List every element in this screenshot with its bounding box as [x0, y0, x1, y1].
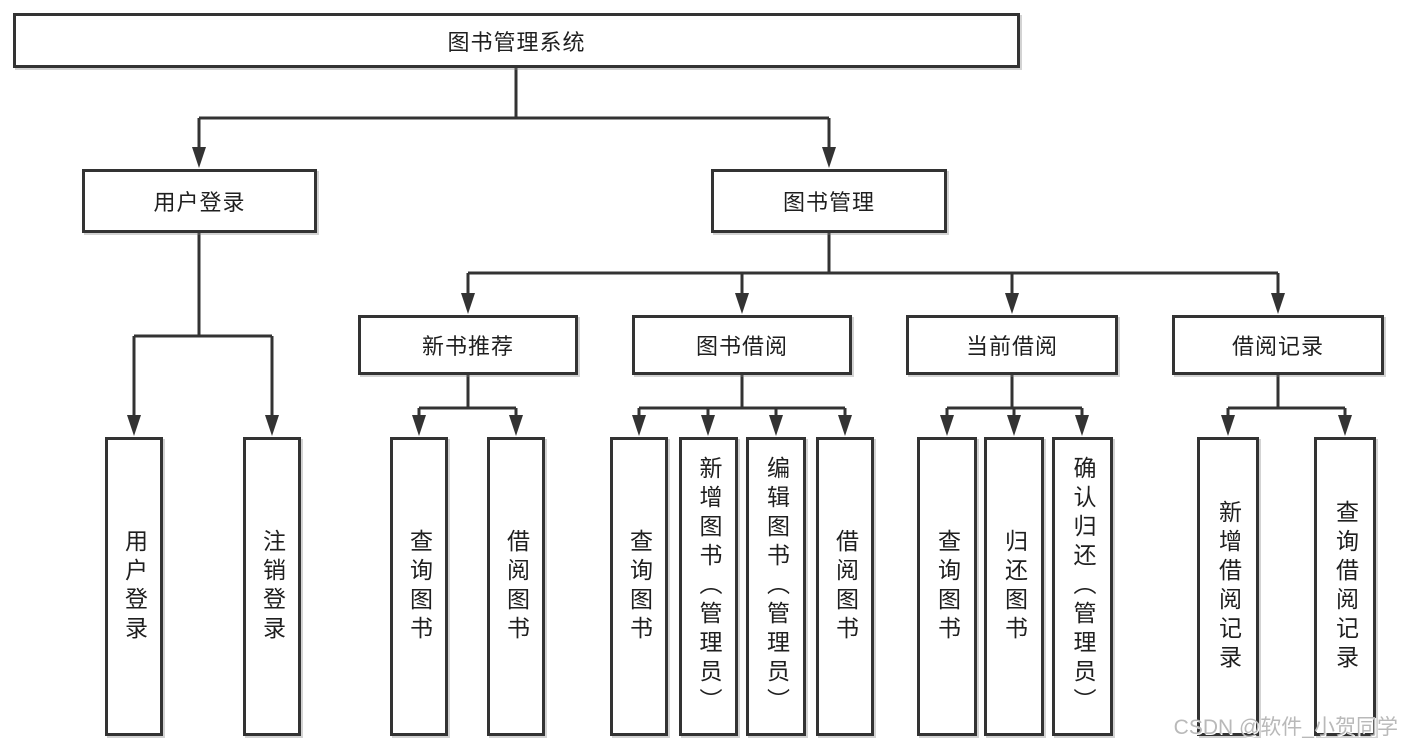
node-user-login: 用户登录	[82, 169, 317, 233]
node-label: 借阅记录	[1231, 334, 1324, 359]
leaf-add-books-admin: 新增图书（管理员）	[679, 437, 738, 736]
node-label: 借阅图书	[503, 528, 530, 645]
leaf-borrow-books-recommend: 借阅图书	[487, 437, 545, 736]
node-label: 用户登录	[153, 190, 246, 215]
node-label: 归还图书	[1001, 528, 1028, 645]
node-new-book-recommendation: 新书推荐	[358, 315, 578, 375]
leaf-logout: 注销登录	[243, 437, 301, 736]
node-label: 当前借阅	[965, 334, 1058, 359]
node-label: 确认归还（管理员）	[1070, 456, 1096, 717]
node-label: 用户登录	[121, 528, 148, 645]
node-label: 新增图书（管理员）	[696, 456, 722, 717]
node-label: 查询图书	[934, 528, 961, 645]
leaf-return-books: 归还图书	[984, 437, 1044, 736]
leaf-confirm-return-admin: 确认归还（管理员）	[1052, 437, 1113, 736]
node-library-management-system: 图书管理系统	[13, 13, 1020, 68]
node-label: 查询图书	[626, 528, 653, 645]
leaf-query-borrow-record: 查询借阅记录	[1314, 437, 1376, 736]
node-book-management: 图书管理	[711, 169, 947, 233]
leaf-add-borrow-record: 新增借阅记录	[1197, 437, 1259, 736]
watermark: CSDN @软件_小贺同学	[1173, 716, 1398, 739]
node-label: 新书推荐	[421, 334, 514, 359]
leaf-query-books-borrow: 查询图书	[610, 437, 668, 736]
node-label: 查询借阅记录	[1332, 499, 1359, 674]
leaf-query-books-current: 查询图书	[917, 437, 977, 736]
node-book-borrowing: 图书借阅	[632, 315, 852, 375]
leaf-user-login: 用户登录	[105, 437, 163, 736]
node-label: 借阅图书	[832, 528, 859, 645]
leaf-query-books-recommend: 查询图书	[390, 437, 448, 736]
node-label: 图书管理	[782, 190, 875, 215]
node-current-borrowing: 当前借阅	[906, 315, 1118, 375]
node-label: 查询图书	[406, 528, 433, 645]
node-label: 新增借阅记录	[1215, 499, 1242, 674]
node-label: 图书管理系统	[447, 29, 586, 55]
node-label: 图书借阅	[695, 334, 788, 359]
leaf-borrow-books: 借阅图书	[816, 437, 874, 736]
node-label: 注销登录	[259, 528, 286, 645]
leaf-edit-books-admin: 编辑图书（管理员）	[746, 437, 806, 736]
node-label: 编辑图书（管理员）	[763, 456, 790, 717]
node-borrowing-records: 借阅记录	[1172, 315, 1384, 375]
